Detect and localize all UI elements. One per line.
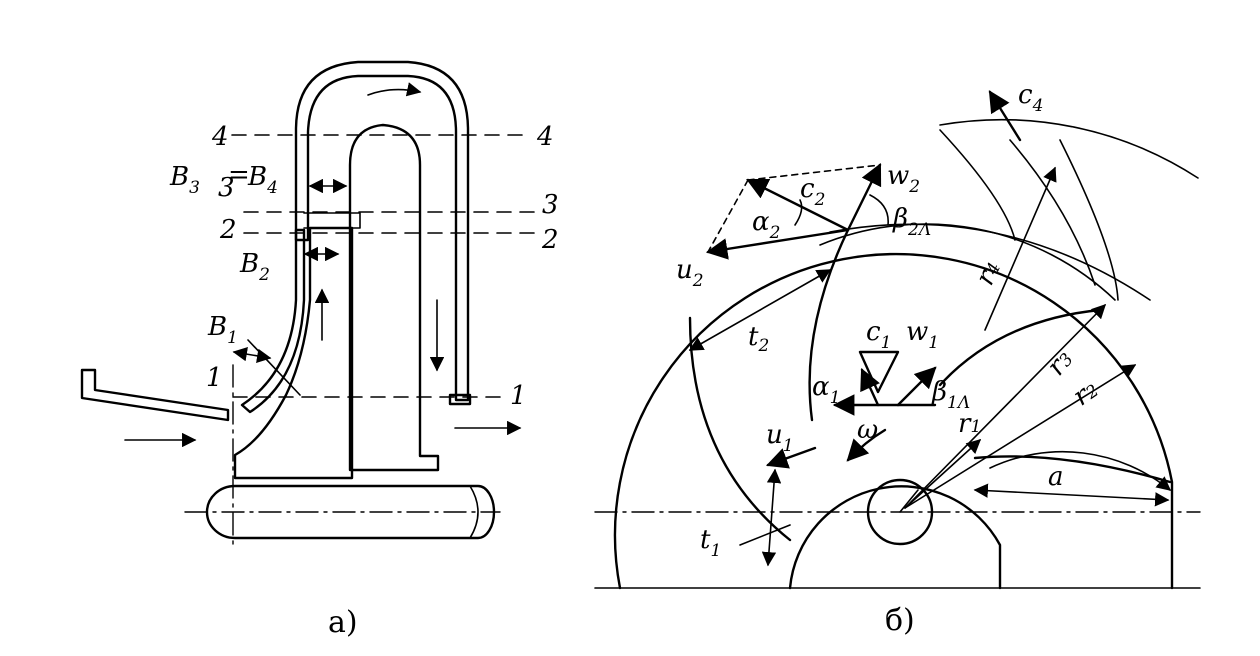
return-disc	[348, 123, 440, 472]
angle-a	[989, 450, 1172, 491]
angle-beta2	[869, 194, 889, 226]
label-beta1: β1Λ	[931, 377, 970, 413]
circle-r1	[788, 485, 1002, 590]
label-w2: w2	[887, 161, 920, 197]
section-label-3-right: 3	[542, 190, 559, 220]
inlet-triangle-c1-w1	[858, 350, 900, 394]
leader-b1	[247, 339, 301, 396]
section-label-4-left: 4	[211, 122, 229, 152]
label-omega: ω	[857, 415, 878, 445]
label-u2: u2	[676, 255, 704, 291]
shaft-break	[469, 485, 479, 539]
label-alpha1: α1	[812, 372, 840, 408]
label-t1: t1	[700, 525, 721, 561]
shaft	[205, 484, 496, 540]
blade-3	[938, 308, 1102, 387]
vector-c1	[860, 368, 880, 407]
label-a: a	[1048, 462, 1064, 492]
label-r1: r1	[958, 409, 981, 439]
label-c1: c1	[866, 317, 891, 353]
section-label-1-left: 1	[206, 363, 223, 393]
hub-circle	[866, 478, 934, 546]
outer-casing	[294, 60, 470, 402]
section-label-2-right: 2	[541, 225, 559, 255]
label-t2: t2	[748, 322, 769, 356]
leader-t1	[739, 524, 791, 546]
vector-c4	[988, 90, 1022, 142]
circle-r4	[939, 118, 1199, 179]
label-c2: c2	[800, 174, 825, 210]
label-beta2: β2Λ	[892, 204, 931, 240]
triangle-left	[707, 179, 749, 253]
impeller-hub	[233, 226, 354, 480]
part-a-section: 4 4 3 3 2 2 1 1 B3 = B4 B2 B1 а)	[80, 60, 559, 640]
label-b1: B1	[207, 312, 238, 348]
vector-c2	[746, 178, 850, 232]
pitch-t1	[761, 468, 782, 567]
label-r4: r4	[970, 256, 1007, 290]
pitch-t2	[688, 269, 832, 351]
vector-w1	[896, 366, 937, 407]
section-label-2-left: 2	[219, 215, 237, 245]
impeller-shroud	[240, 228, 306, 414]
vane-1	[939, 129, 1016, 241]
section-label-4-right: 4	[536, 122, 554, 152]
caption-a: а)	[328, 605, 358, 640]
radius-r1	[904, 439, 982, 509]
blade-4	[973, 455, 1172, 484]
vector-w2	[846, 163, 882, 232]
label-b2: B2	[239, 249, 270, 285]
triangle-top	[747, 164, 881, 181]
label-c4: c4	[1018, 80, 1043, 116]
casing-bottom	[448, 393, 472, 406]
label-r2: r2	[1068, 374, 1104, 412]
vane-3	[1059, 139, 1119, 301]
caption-b: б)	[885, 603, 915, 638]
section-label-3-left: 3	[218, 173, 235, 203]
hub-radius	[899, 489, 919, 513]
circle-r3	[819, 223, 1116, 301]
label-w1: w1	[906, 317, 939, 353]
label-eq: =	[228, 160, 250, 190]
vector-u2	[705, 228, 850, 260]
radius-r3	[904, 303, 1107, 509]
arc-guide	[829, 223, 1151, 301]
angle-alpha2	[794, 199, 803, 226]
arrow-a	[973, 483, 1170, 507]
circle-r2	[613, 252, 1174, 590]
label-b3: B3	[169, 162, 200, 198]
section-label-1-right: 1	[510, 381, 527, 411]
flow-arrow-top	[367, 82, 422, 97]
vane-2	[1009, 139, 1096, 286]
label-alpha2: α2	[752, 207, 780, 243]
omega-arrow	[846, 428, 887, 462]
part-b-plan: c4 c2 w2 α2 β2Λ u2 t2 r4 r3 r2 r1 c1 w1 …	[594, 80, 1201, 638]
radius-r4	[984, 166, 1057, 331]
vector-u1	[765, 446, 817, 469]
diffuser-wall	[303, 212, 361, 229]
label-b4: B4	[247, 162, 278, 198]
radius-r2	[904, 364, 1137, 509]
label-u1: u1	[766, 420, 794, 456]
